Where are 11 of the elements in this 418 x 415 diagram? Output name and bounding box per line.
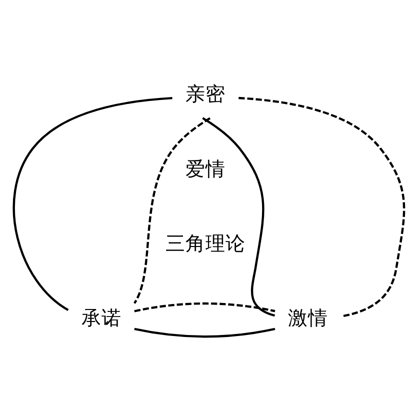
connector: [134, 327, 276, 338]
connector: [238, 96, 406, 317]
connector: [133, 116, 211, 304]
label: 三角理论: [165, 232, 246, 255]
node-text: 承诺: [81, 306, 122, 330]
connector: [202, 116, 276, 316]
label: 爱情: [185, 156, 226, 180]
node-text: 亲密: [185, 82, 226, 106]
connector: [12, 96, 172, 310]
node-text: 激情: [288, 306, 328, 330]
connector: [134, 302, 276, 312]
